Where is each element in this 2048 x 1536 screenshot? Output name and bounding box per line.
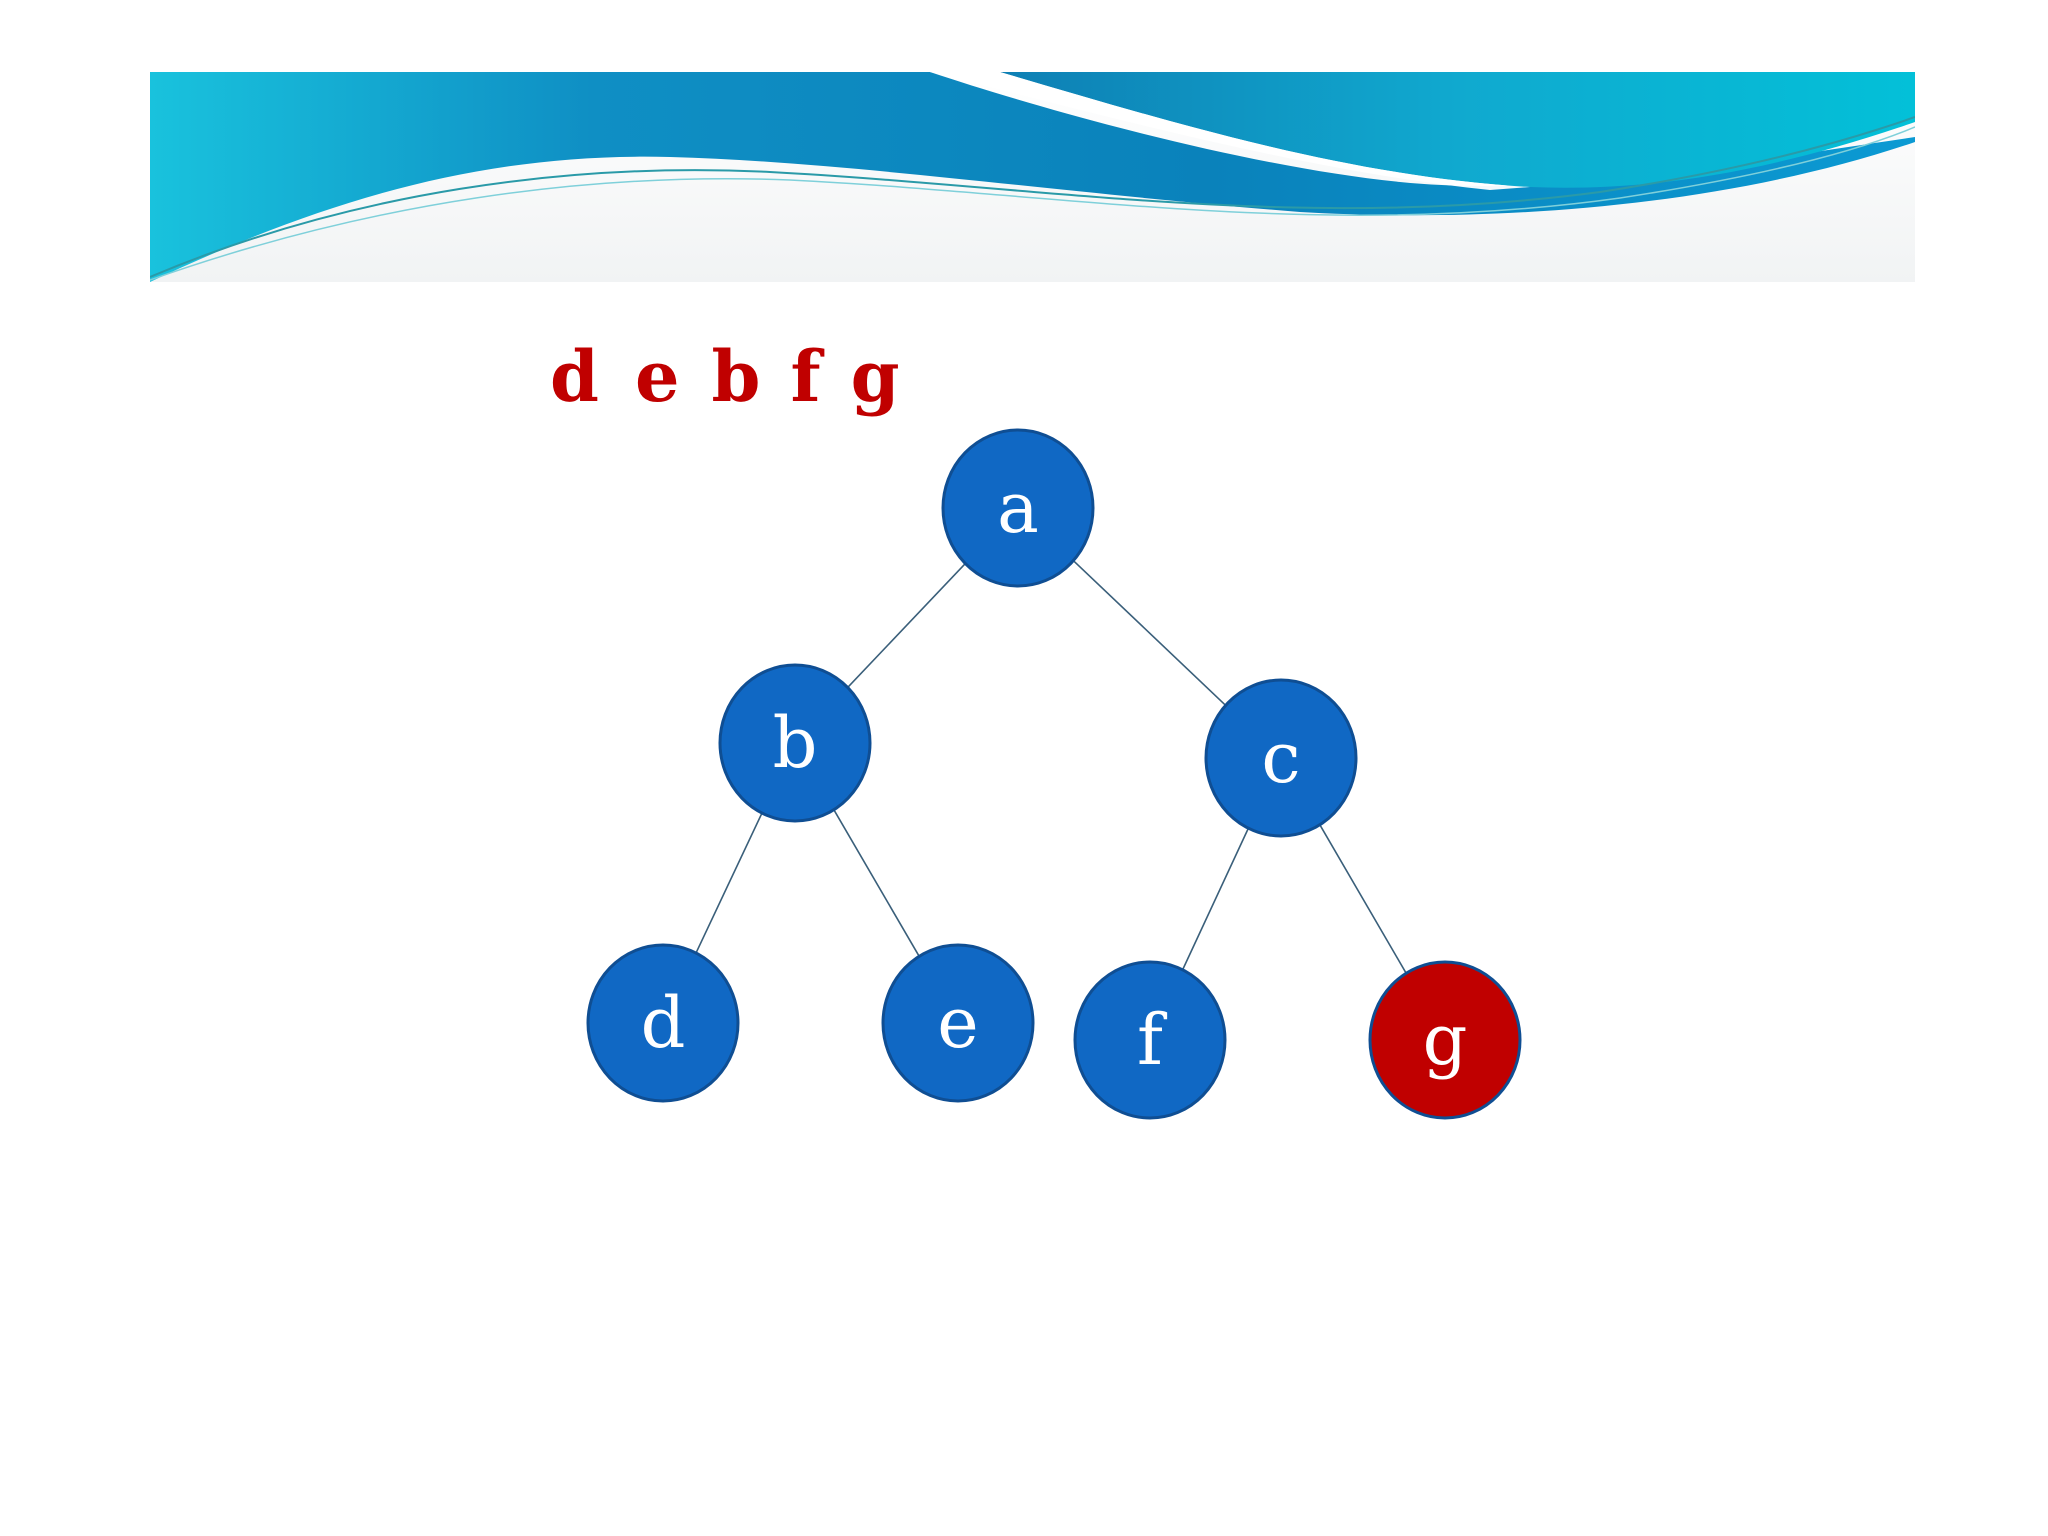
node-label: b (773, 702, 818, 784)
edge-b-e (833, 808, 921, 958)
edge-c-g (1319, 823, 1408, 975)
edge-a-b (847, 562, 967, 688)
tree-node-c: c (1206, 680, 1356, 836)
node-label: g (1423, 999, 1468, 1081)
edge-b-d (695, 811, 763, 955)
tree-node-e: e (883, 945, 1033, 1101)
tree-node-g: g (1370, 962, 1520, 1118)
nodes-layer: a b c d e f g (588, 430, 1520, 1118)
node-label: d (641, 982, 686, 1064)
edge-a-c (1072, 560, 1226, 707)
tree-node-b: b (720, 665, 870, 821)
tree-node-d: d (588, 945, 738, 1101)
node-label: e (937, 982, 978, 1064)
node-label: a (997, 467, 1039, 549)
tree-node-f: f (1075, 962, 1225, 1118)
tree-node-a: a (943, 430, 1093, 586)
edge-c-f (1182, 826, 1250, 972)
node-label: c (1261, 717, 1300, 799)
